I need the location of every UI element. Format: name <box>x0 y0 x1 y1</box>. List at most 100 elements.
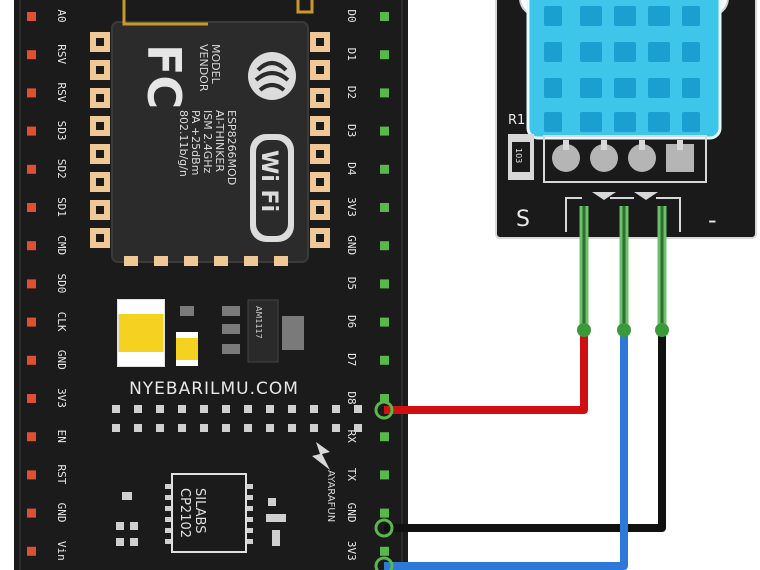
sensor-vent <box>648 42 670 62</box>
right-pin-label: GND <box>345 503 358 523</box>
module-spec-line-5: 802.11b/g/n <box>177 110 190 177</box>
right-pin-label: D4 <box>345 162 358 176</box>
module-pad <box>154 256 168 266</box>
left-pin-label: 3V3 <box>55 388 68 408</box>
sensor-vent <box>544 6 562 26</box>
tantalum-capacitor-small <box>176 332 198 366</box>
right-pin <box>380 126 389 136</box>
right-pin-label: D1 <box>345 48 358 61</box>
module-spec-line-3: ISM 2.4GHz <box>201 110 214 174</box>
left-pin <box>27 546 36 556</box>
vcc-wire <box>384 330 628 570</box>
sensor-vent <box>544 78 562 98</box>
dht11-sensor-module: R1 103 S - <box>495 0 757 239</box>
left-pin-label: RSV <box>55 82 68 102</box>
via <box>354 405 362 413</box>
right-pin-label: 3V3 <box>345 197 358 217</box>
usb-uart-chip: SILABS CP2102 <box>165 473 253 553</box>
usb-chip-line-1: SILABS <box>192 488 207 533</box>
ground-wire <box>384 330 666 532</box>
module-pad <box>184 256 198 266</box>
left-pin <box>27 12 36 21</box>
right-pin <box>380 12 389 21</box>
left-pin-label: SD1 <box>55 197 68 217</box>
right-pin <box>380 394 389 403</box>
dht11-sensor-body <box>526 0 722 140</box>
sensor-vent <box>682 78 700 98</box>
sensor-vent <box>580 6 602 26</box>
regulator-label: AM1117 <box>254 306 263 339</box>
sensor-vent <box>614 6 636 26</box>
via <box>156 405 164 413</box>
left-pin <box>27 164 36 174</box>
right-pin <box>380 88 389 98</box>
via <box>332 405 340 413</box>
sensor-vent <box>682 112 700 132</box>
via <box>354 424 362 432</box>
via <box>134 405 142 413</box>
sensor-vent <box>682 42 700 62</box>
right-pin-label: D2 <box>345 86 358 99</box>
signal-pin-label: S <box>516 207 530 232</box>
left-pin-label: Vin <box>55 541 68 561</box>
right-pin-label: RX <box>345 430 358 444</box>
right-pin <box>380 317 389 327</box>
left-pin-label: CMD <box>55 235 68 255</box>
sensor-vent <box>682 6 700 26</box>
left-pin <box>27 394 36 403</box>
via <box>200 405 208 413</box>
via <box>288 405 296 413</box>
minus-pin-label: - <box>708 206 717 234</box>
resistor-label: R1 <box>508 113 525 128</box>
right-pin-label: 3V3 <box>345 541 358 561</box>
sensor-vent <box>614 112 636 132</box>
right-pin <box>380 508 389 518</box>
left-pin <box>27 126 36 136</box>
right-pin-label: D8 <box>345 391 358 404</box>
sensor-vent <box>580 78 602 98</box>
left-pin-label: SD2 <box>55 159 68 179</box>
via <box>310 405 318 413</box>
sensor-vent <box>544 42 562 62</box>
sensor-vent <box>648 78 670 98</box>
via <box>310 424 318 432</box>
right-pin-label: D3 <box>345 124 358 137</box>
right-pin <box>380 50 389 60</box>
via <box>266 424 274 432</box>
right-pin-label: D7 <box>345 353 358 366</box>
left-pin-label: SD0 <box>55 273 68 293</box>
sensor-output-header <box>565 192 681 232</box>
left-pin <box>27 203 36 212</box>
module-spec-line-1: ESP8266MOD <box>225 110 238 185</box>
right-pin <box>380 279 389 289</box>
right-pin-label: GND <box>345 235 358 255</box>
left-pin-label: A0 <box>55 9 68 22</box>
via <box>134 424 142 432</box>
tantalum-capacitor-large <box>117 299 165 367</box>
resistor-value: 103 <box>514 148 523 163</box>
module-pad <box>124 256 138 266</box>
via <box>178 405 186 413</box>
right-pin <box>380 470 389 480</box>
module-spec-line-2: AI-THINKER <box>213 110 226 172</box>
fcc-mark: FC <box>137 44 191 109</box>
via <box>112 405 120 413</box>
maker-label: AYARAFUN <box>325 470 336 522</box>
right-pin-label: D0 <box>345 9 358 22</box>
left-pin <box>27 50 36 60</box>
via <box>266 405 274 413</box>
left-pin <box>27 508 36 518</box>
right-pin <box>380 241 389 251</box>
left-pin <box>27 355 36 365</box>
left-pin <box>27 241 36 251</box>
wires <box>374 206 669 570</box>
via <box>222 405 230 413</box>
sensor-vent <box>648 112 670 132</box>
wifi-label: Wi Fi <box>256 150 281 212</box>
right-pin-label: D5 <box>345 277 358 290</box>
module-pad <box>244 256 258 266</box>
via <box>332 424 340 432</box>
left-pin-label: RSV <box>55 44 68 64</box>
left-pin-label: GND <box>55 350 68 370</box>
